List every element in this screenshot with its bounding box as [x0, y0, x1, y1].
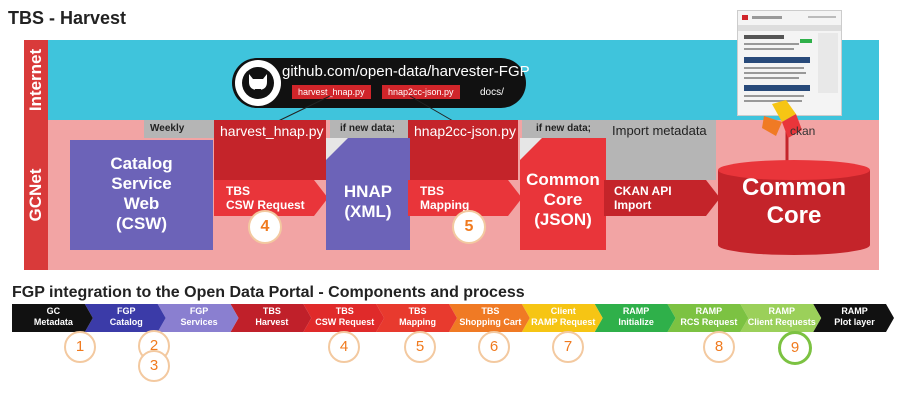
process-segment-1 — [12, 304, 93, 332]
process-step-circle: 7 — [552, 331, 584, 363]
github-url[interactable]: github.com/open-data/harvester-FGP — [282, 63, 530, 80]
hnap-box — [326, 138, 410, 250]
gcnet-side-label: GCNet — [24, 120, 48, 270]
github-file-harvest[interactable]: harvest_hnap.py — [292, 85, 371, 99]
mapping-arrow — [408, 180, 522, 216]
ckan-logo — [762, 100, 802, 138]
ckan-import-label: CKAN API Import — [614, 184, 672, 212]
weekly-strip: Weekly — [144, 120, 214, 138]
mapping-script-block: hnap2cc-json.py — [408, 120, 518, 180]
internet-side-label: Internet — [24, 40, 48, 120]
csw-request-label: TBS CSW Request — [226, 184, 305, 212]
github-file-hnap2cc[interactable]: hnap2cc-json.py — [382, 85, 460, 99]
process-segment-7 — [449, 304, 530, 332]
page-fold-icon — [326, 138, 348, 160]
github-icon — [235, 60, 281, 106]
process-segment-10 — [667, 304, 749, 332]
process-segment-8 — [521, 304, 603, 332]
process-step-circle: 4 — [328, 331, 360, 363]
ckan-logo-text: ckan — [790, 124, 816, 138]
process-step-circle: 8 — [703, 331, 735, 363]
harvest-script-block: harvest_hnap.py — [214, 120, 326, 180]
csw-request-arrow — [214, 180, 328, 216]
common-core-json-label: Common Core (JSON) — [526, 170, 600, 229]
process-segment-9 — [594, 304, 676, 332]
page-title: TBS - Harvest — [8, 8, 127, 28]
step-5-circle: 5 — [452, 210, 486, 244]
common-core-label: Common Core — [742, 174, 846, 229]
process-segment-3 — [157, 304, 239, 332]
process-title: FGP integration to the Open Data Portal … — [12, 284, 525, 301]
if-new-data-strip-2: if new data; — [522, 120, 604, 138]
mapping-label: TBS Mapping — [420, 184, 470, 212]
if-new-data-strip-1: if new data; — [330, 120, 408, 138]
process-segment-5 — [303, 304, 385, 332]
process-step-circle: 9 — [778, 331, 812, 365]
ckan-import-arrow — [604, 180, 720, 216]
process-step-circle: 5 — [404, 331, 436, 363]
github-file-docs[interactable]: docs/ — [480, 87, 504, 98]
github-repo-pill — [232, 58, 526, 108]
hnap-label: HNAP (XML) — [343, 182, 393, 221]
common-core-database — [718, 160, 870, 255]
process-step-circle: 1 — [64, 331, 96, 363]
import-metadata-block: Import metadata — [604, 120, 716, 180]
process-segment-12 — [813, 304, 894, 332]
common-core-json-box — [520, 138, 606, 250]
step-4-circle: 4 — [248, 210, 282, 244]
process-step-circle: 3 — [138, 350, 170, 382]
csw-box: Catalog Service Web (CSW) — [70, 140, 213, 250]
process-step-circle: 6 — [478, 331, 510, 363]
thumbnail-graphic — [738, 15, 841, 102]
process-segment-11 — [740, 304, 822, 332]
process-segment-2 — [84, 304, 166, 332]
process-segment-6 — [376, 304, 457, 332]
process-segment-4 — [230, 304, 312, 332]
